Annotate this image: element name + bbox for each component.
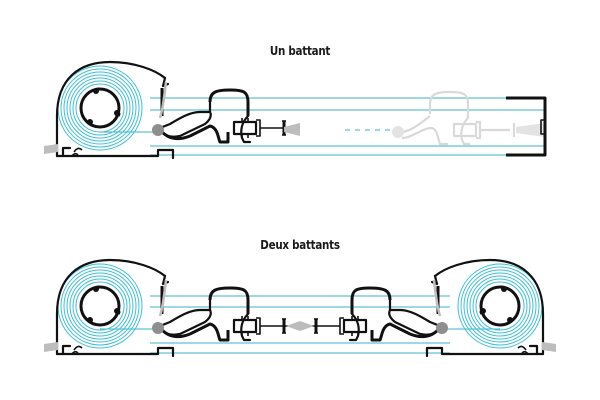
section-title-single: Un battant <box>269 44 331 58</box>
ghost-handle <box>392 90 545 146</box>
cassette-right-double <box>425 258 558 358</box>
double-leaf-diagram <box>42 258 558 358</box>
screen-lines-double <box>100 295 500 354</box>
latch-wedge <box>284 123 300 136</box>
section-title-double: Deux battants <box>260 238 340 252</box>
cassette-left-double <box>42 258 175 358</box>
single-leaf-diagram <box>42 60 547 160</box>
central-latch-diamond <box>286 321 314 331</box>
screen-lines <box>100 97 545 156</box>
end-rail-right <box>506 96 547 157</box>
